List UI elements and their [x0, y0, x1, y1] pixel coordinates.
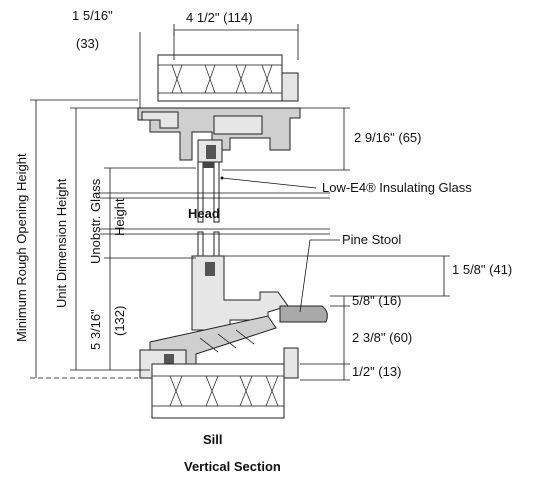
pine-stool-shape [279, 305, 328, 323]
pine-stool-label: Pine Stool [342, 232, 401, 247]
unobstr-glass-label-line1: Unobstr. Glass [88, 178, 103, 264]
dim-sill-1: 1 5/8" (41) [452, 262, 512, 277]
glass-label: Low-E4® Insulating Glass [322, 180, 472, 195]
dim-head-right: 2 9/16" (65) [354, 130, 422, 145]
sill-frame-profile [139, 255, 289, 379]
dim-sill-3: 2 3/8" (60) [352, 330, 412, 345]
unobstr-glass-label-line2: Height [112, 198, 127, 236]
min-rough-opening-height-label: Minimum Rough Opening Height [14, 153, 29, 342]
dim-top-left-line1: 1 5/16" [72, 8, 113, 23]
dim-top-width: 4 1/2" (114) [186, 10, 253, 25]
left-dim-label-line1: 5 3/16" [88, 309, 103, 350]
unit-dimension-height-label: Unit Dimension Height [54, 178, 69, 308]
left-dim-label-line2: (132) [112, 306, 127, 336]
sill-label: Sill [203, 432, 223, 447]
head-label: Head [188, 206, 220, 221]
dimension-lines [30, 24, 450, 381]
sill-framing [151, 347, 299, 419]
head-frame-profile [137, 107, 301, 163]
dim-sill-2: 5/8" (16) [352, 293, 401, 308]
vertical-section-label: Vertical Section [184, 459, 281, 474]
dim-top-left-line2: (33) [76, 36, 99, 51]
head-framing [157, 54, 299, 102]
dim-sill-4: 1/2" (13) [352, 364, 401, 379]
